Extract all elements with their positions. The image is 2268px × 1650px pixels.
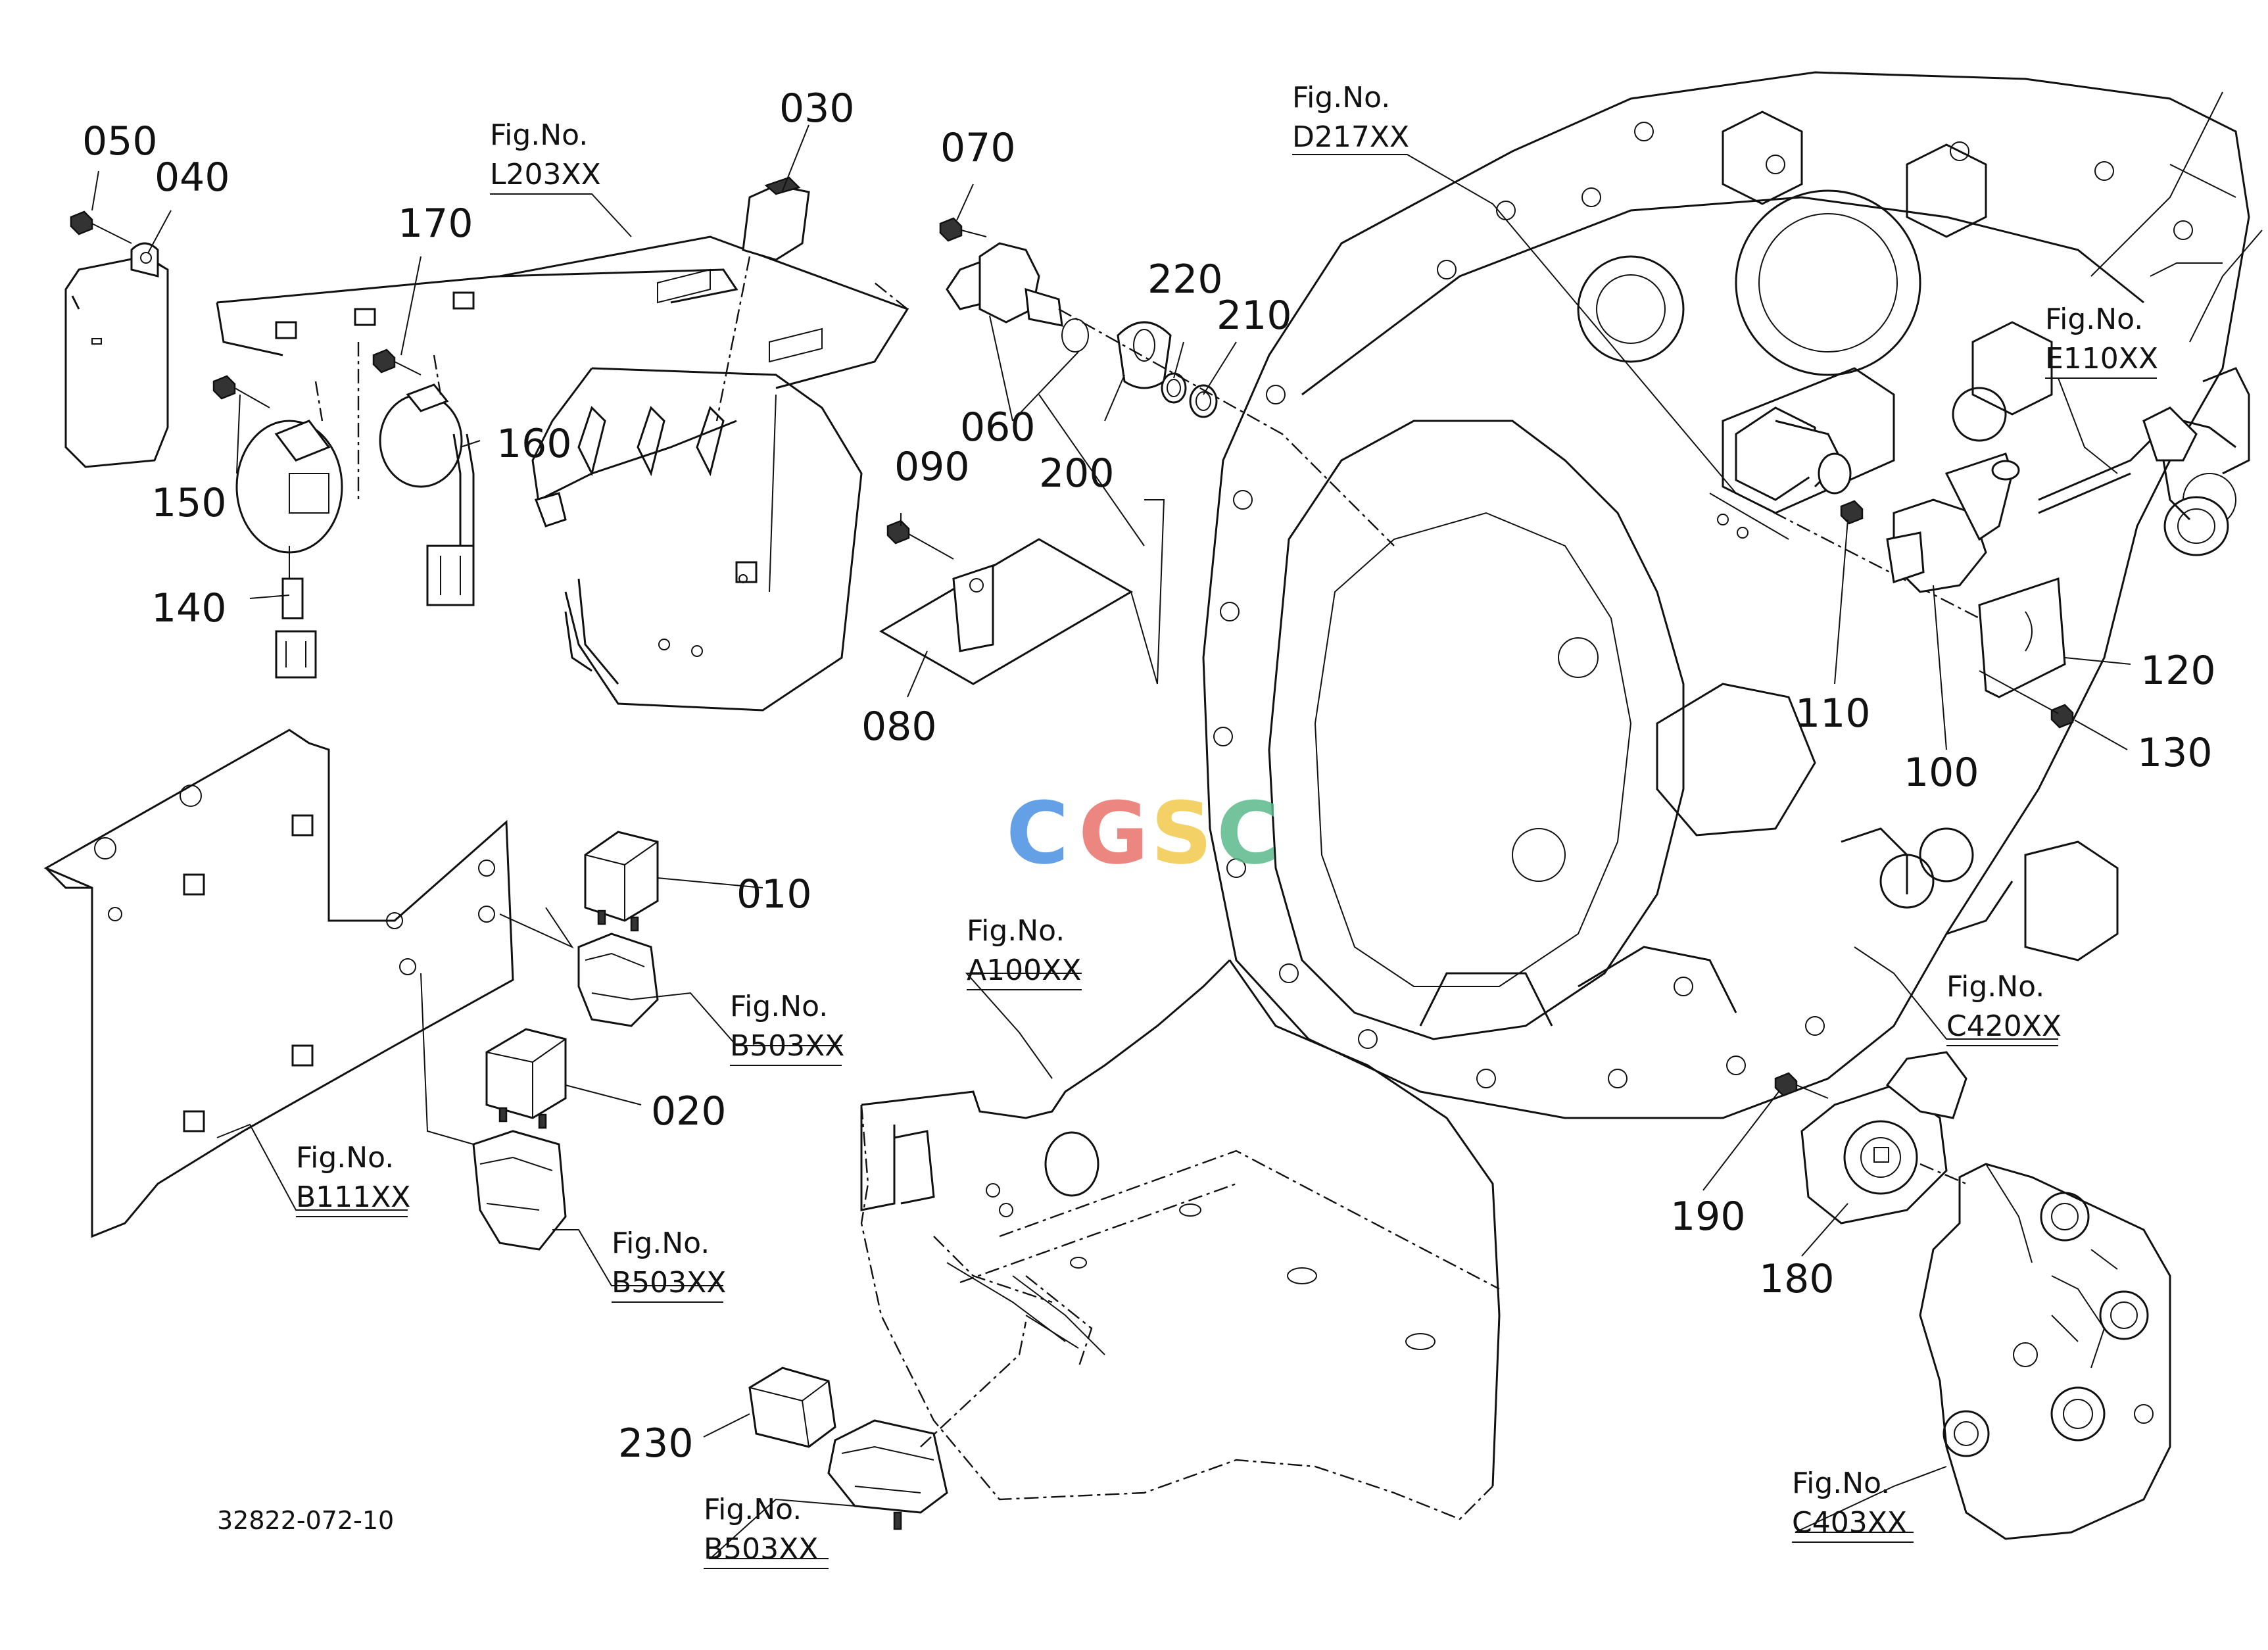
part-label-210[interactable]: 210 [1217,293,1292,339]
cgsc-watermark: C G S C [1006,783,1279,883]
fig-ref-prefix: Fig.No. [296,1141,394,1175]
fig-ref-prefix: Fig.No. [1946,970,2044,1004]
fig-ref-code: B503XX [730,1029,844,1063]
fig-ref-code: B503XX [704,1532,818,1566]
part-label-170[interactable]: 170 [398,201,473,247]
part-label-130[interactable]: 130 [2137,730,2213,776]
fig-ref-B503XX-bottom[interactable]: Fig.No. B503XX [704,1493,818,1566]
watermark-letter-c2: C [1217,783,1279,883]
part-label-190[interactable]: 190 [1670,1194,1746,1240]
part-label-090[interactable]: 090 [894,444,970,490]
part-label-010[interactable]: 010 [736,871,812,917]
fig-ref-underlines [296,154,2157,1569]
part-label-060[interactable]: 060 [960,404,1036,450]
fig-ref-prefix: Fig.No. [612,1226,710,1260]
fig-ref-prefix: Fig.No. [1292,81,1390,114]
buzzer-bracket-assembly [64,176,909,712]
fig-ref-L203XX[interactable]: Fig.No. L203XX [490,118,601,191]
part-label-120[interactable]: 120 [2140,648,2216,694]
fig-ref-code: C420XX [1946,1009,2062,1043]
fig-ref-code: L203XX [490,158,601,191]
diagram-code: 32822-072-10 [217,1506,394,1535]
part-label-110[interactable]: 110 [1795,691,1871,737]
fig-ref-B503XX-mid[interactable]: Fig.No. B503XX [612,1226,726,1299]
part-label-160[interactable]: 160 [496,421,572,467]
part-label-020[interactable]: 020 [651,1088,727,1134]
fig-ref-code: D217XX [1292,120,1409,154]
fig-ref-code: B503XX [612,1266,726,1299]
fig-ref-prefix: Fig.No. [490,118,588,152]
valve-block-assembly [1774,1051,2171,1540]
fig-ref-B503XX-top[interactable]: Fig.No. B503XX [730,990,844,1063]
fig-ref-prefix: Fig.No. [2045,303,2143,336]
watermark-letter-g: G [1078,783,1149,883]
part-label-050[interactable]: 050 [82,118,158,164]
fig-ref-prefix: Fig.No. [967,914,1065,948]
part-label-140[interactable]: 140 [151,585,227,631]
watermark-letter-c1: C [1006,783,1069,883]
part-label-180[interactable]: 180 [1759,1256,1835,1302]
fig-ref-prefix: Fig.No. [1792,1467,1890,1500]
position-sensor-assembly [1709,406,2236,729]
part-label-080[interactable]: 080 [861,704,937,750]
fig-ref-A100XX[interactable]: Fig.No. A100XX [967,914,1081,987]
part-number-labels: 010 020 030 040 050 060 070 080 090 100 … [82,85,2216,1467]
fig-ref-B111XX[interactable]: Fig.No. B111XX [296,1141,410,1214]
transmission-case [1202,71,2263,1119]
part-label-150[interactable]: 150 [151,480,227,526]
fig-ref-E110XX[interactable]: Fig.No. E110XX [2045,303,2158,376]
watermark-letter-s: S [1151,783,1213,883]
part-label-030[interactable]: 030 [779,85,855,132]
fig-ref-C403XX[interactable]: Fig.No. C403XX [1792,1467,1907,1540]
part-label-040[interactable]: 040 [155,155,230,201]
figure-references: Fig.No. L203XX Fig.No. D217XX Fig.No. E1… [296,81,2158,1566]
part-label-230[interactable]: 230 [618,1420,694,1467]
relay-bracket-assembly [43,729,659,1251]
fig-ref-prefix: Fig.No. [704,1493,802,1526]
part-label-220[interactable]: 220 [1147,256,1223,303]
fig-ref-code: A100XX [967,954,1081,987]
shift-switch-assembly [879,217,1395,685]
fig-ref-code: E110XX [2045,342,2158,376]
fig-ref-C420XX[interactable]: Fig.No. C420XX [1946,970,2062,1043]
fig-ref-prefix: Fig.No. [730,990,828,1023]
part-label-200[interactable]: 200 [1039,450,1115,497]
fig-ref-code: B111XX [296,1180,410,1214]
part-label-100[interactable]: 100 [1904,750,1979,796]
part-label-070[interactable]: 070 [940,125,1016,171]
fig-ref-D217XX[interactable]: Fig.No. D217XX [1292,81,1409,154]
frame-bracket-assembly [748,959,1501,1530]
fig-ref-code: C403XX [1792,1506,1907,1540]
